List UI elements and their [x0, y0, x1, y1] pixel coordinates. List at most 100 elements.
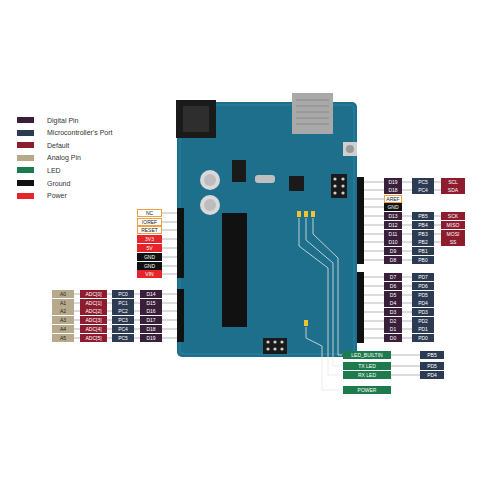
pin-label: RESET — [137, 226, 162, 234]
pin-name: ADC[4] — [85, 325, 101, 333]
pin-label: D14 — [140, 290, 162, 298]
pin-name: D18 — [388, 186, 397, 194]
pin-name: PD4 — [427, 371, 437, 379]
pin-wire — [402, 190, 412, 191]
pin-wire — [364, 216, 384, 217]
pin-wire — [364, 225, 384, 226]
pin-label: LED_BUILTIN — [343, 351, 391, 359]
legend-entry: Microcontroller's Port — [17, 128, 113, 138]
pin-label: D9 — [384, 247, 402, 255]
pin-label: PC5 — [112, 334, 134, 342]
pin-label: D19 — [384, 178, 402, 186]
pin-label: PD0 — [412, 334, 434, 342]
pin-name: ADC[5] — [85, 334, 101, 342]
pin-name: 3V3 — [145, 235, 154, 243]
pin-label: PD5 — [420, 362, 444, 370]
pin-label: D13 — [384, 212, 402, 220]
pin-label: ADC[1] — [80, 299, 107, 307]
pin-wire — [434, 234, 441, 235]
pin-label: A1 — [52, 299, 74, 307]
pin-label: D16 — [140, 307, 162, 315]
pin-name: D8 — [390, 256, 396, 264]
pin-wire — [402, 242, 412, 243]
pin-wire — [364, 207, 384, 208]
pin-name: D9 — [390, 247, 396, 255]
pin-wire — [434, 225, 441, 226]
pin-label: PB0 — [412, 256, 434, 264]
legend-text: Analog Pin — [47, 154, 81, 161]
pin-name: PD5 — [418, 291, 428, 299]
reset-button-cap — [346, 145, 354, 153]
pin-name: ADC[1] — [85, 299, 101, 307]
capacitor — [200, 195, 220, 215]
legend-entry: Digital Pin — [17, 115, 79, 125]
pin-label: PB5 — [412, 212, 434, 220]
pin-label: GND — [137, 262, 162, 270]
pin-name: PD5 — [427, 362, 437, 370]
pin-wire — [364, 338, 384, 339]
legend-entry: Default — [17, 140, 69, 150]
pin-name: D12 — [388, 221, 397, 229]
reset-button — [343, 142, 357, 156]
pin-wire — [162, 320, 177, 321]
legend-entry: LED — [17, 165, 61, 175]
pin-name: D19 — [146, 334, 155, 342]
legend-text: Digital Pin — [47, 117, 79, 124]
pin-name: ADC[3] — [85, 316, 101, 324]
pin-label: PC1 — [112, 299, 134, 307]
pin-label: SCK — [441, 212, 465, 220]
pin-wire — [162, 329, 177, 330]
pin-label: MISO — [441, 221, 465, 229]
pin-name: D19 — [388, 178, 397, 186]
pin-label: 3V3 — [137, 235, 162, 243]
pin-label: SCL — [441, 178, 465, 186]
legend-text: Power — [47, 192, 67, 199]
pin-name: PB1 — [418, 247, 427, 255]
pin-label: PD2 — [412, 317, 434, 325]
pin-wire — [402, 321, 412, 322]
pin-name: PD4 — [418, 299, 428, 307]
pin-label: GND — [384, 203, 402, 211]
pin-name: SS — [450, 238, 457, 246]
pin-name: PD3 — [418, 308, 428, 316]
pin-name: A0 — [60, 290, 66, 298]
pin-wire — [364, 295, 384, 296]
pin-name: ADC[2] — [85, 307, 101, 315]
pin-label: PD5 — [412, 291, 434, 299]
pin-name: PC4 — [418, 186, 428, 194]
pin-name: D14 — [146, 290, 155, 298]
pin-wire — [162, 294, 177, 295]
pin-label: D5 — [384, 291, 402, 299]
crystal — [255, 175, 275, 183]
pin-wire — [434, 190, 441, 191]
pin-wire — [364, 303, 384, 304]
pin-label: PD7 — [412, 273, 434, 281]
pin-label: D8 — [384, 256, 402, 264]
pin-label: AREF — [384, 195, 402, 203]
legend-swatch — [17, 142, 34, 148]
pin-name: A2 — [60, 307, 66, 315]
pin-name: D3 — [390, 308, 396, 316]
pin-label: PC5 — [412, 178, 434, 186]
usb-ridges — [296, 100, 329, 124]
pin-label: GND — [137, 253, 162, 261]
pin-label: PB4 — [412, 221, 434, 229]
pin-wire — [364, 251, 384, 252]
pin-label: D11 — [384, 230, 402, 238]
pin-label: ADC[4] — [80, 325, 107, 333]
icsp-header — [263, 174, 347, 354]
pin-name: D18 — [146, 325, 155, 333]
pin-wire — [364, 277, 384, 278]
pin-name: VIN — [145, 270, 153, 278]
pin-name: D16 — [146, 307, 155, 315]
led-leader-line — [299, 218, 342, 390]
legend-swatch — [17, 167, 34, 173]
pin-label: PD6 — [412, 282, 434, 290]
pin-label: D2 — [384, 317, 402, 325]
pin-wire — [391, 366, 420, 367]
pin-wire — [162, 248, 177, 249]
pin-wire — [402, 286, 412, 287]
pin-wire — [434, 216, 441, 217]
pin-label: D0 — [384, 334, 402, 342]
